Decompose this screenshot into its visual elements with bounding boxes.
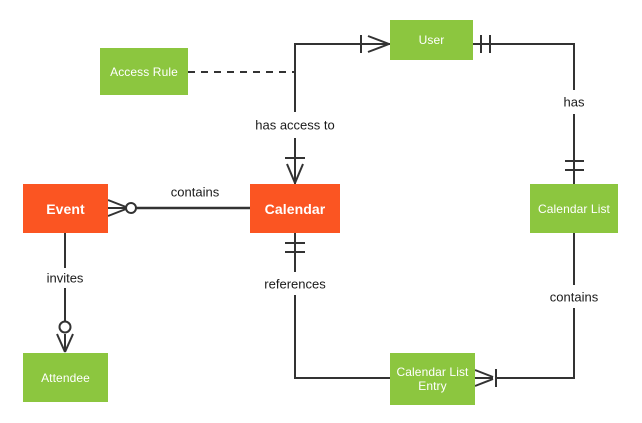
edge-references-lower <box>294 295 390 379</box>
edge-label-invites: invites <box>43 270 87 286</box>
marker-attendee-top-zero-or-many <box>56 320 74 353</box>
marker-user-left-one-or-many <box>360 35 390 53</box>
edge-label-contains-event-calendar: contains <box>167 184 223 200</box>
edge-label-has-access-to: has access to <box>252 117 338 133</box>
relationship-label: references <box>264 276 326 292</box>
marker-calendar-list-top-exactly-one <box>565 160 584 171</box>
relationship-label: invites <box>46 270 84 286</box>
entity-calendar-list[interactable]: Calendar List <box>530 184 618 233</box>
edge-label-has: has <box>560 94 588 110</box>
entity-label: Calendar List Entry <box>396 365 469 393</box>
marker-cle-right-one-or-many <box>474 369 497 387</box>
relationship-label: contains <box>549 289 599 305</box>
entity-user[interactable]: User <box>390 20 473 60</box>
marker-calendar-bottom-exactly-one <box>285 242 305 253</box>
edge-label-contains-list-entry: contains <box>546 289 602 305</box>
entity-label: Attendee <box>41 370 90 385</box>
edge-contains-list-entry-lower <box>496 308 575 379</box>
marker-calendar-top-one-or-many <box>285 157 305 184</box>
entity-label: User <box>418 33 445 47</box>
entity-label: Calendar <box>264 200 326 217</box>
entity-calendar[interactable]: Calendar <box>250 184 340 233</box>
edge-has-user-calendar-list <box>473 43 575 90</box>
entity-access-rule[interactable]: Access Rule <box>100 48 188 95</box>
marker-event-right-zero-or-many <box>107 199 137 217</box>
marker-user-right-exactly-one <box>480 35 491 53</box>
entity-label: Event <box>46 200 85 217</box>
entity-attendee[interactable]: Attendee <box>23 353 108 402</box>
entity-label: Calendar List <box>537 201 610 216</box>
entity-event[interactable]: Event <box>23 184 108 233</box>
entity-calendar-list-entry[interactable]: Calendar List Entry <box>390 353 475 405</box>
relationship-label: contains <box>170 184 220 200</box>
entity-label: Access Rule <box>110 64 178 79</box>
edge-has-access-to <box>294 43 390 112</box>
edge-label-references: references <box>261 276 329 292</box>
relationship-label: has access to <box>255 117 335 133</box>
relationship-label: has <box>563 94 585 110</box>
